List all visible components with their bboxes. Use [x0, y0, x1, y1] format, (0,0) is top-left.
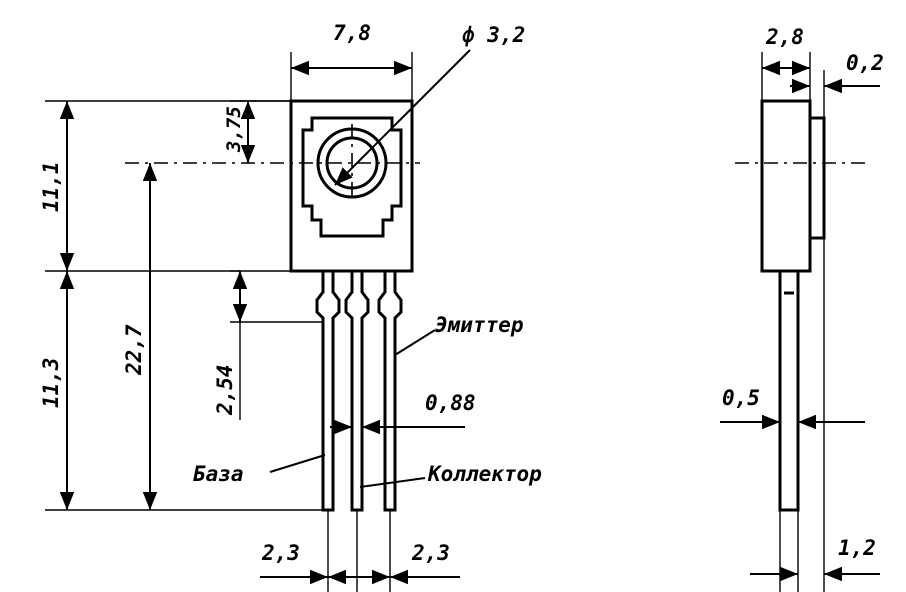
lead-collector: [344, 271, 370, 512]
dim-lead-shoulder-label: 2,54: [213, 364, 237, 416]
dim-hole-label: ф 3,2: [462, 23, 525, 47]
side-lead: [778, 271, 800, 512]
dim-hole-leader: [334, 49, 471, 186]
dim-side-lead-thickness-label: 0,5: [722, 386, 760, 410]
dim-tab-thickness-label: 0,2: [846, 51, 884, 75]
side-tab: [808, 116, 826, 240]
dim-lead-length-label: 11,3: [39, 357, 63, 408]
front-view: 7,8 ф 3,2 3,75 11,1 11,3 22,7 2,54 0,88: [39, 21, 542, 592]
collector-leader: [359, 477, 426, 488]
dim-pitch-left-label: 2,3: [261, 541, 300, 565]
heatsink-outline: [301, 116, 403, 238]
leads: [315, 271, 403, 512]
dim-pitch-right-label: 2,3: [411, 541, 450, 565]
emitter-leader: [394, 329, 436, 356]
dim-hole-to-tip-label: 22,7: [122, 324, 146, 376]
dim-side-lead-offset-label: 1,2: [838, 536, 876, 560]
dim-lead-width-label: 0,88: [425, 391, 476, 415]
lead-emitter: [377, 271, 403, 512]
lead-base: [315, 271, 341, 512]
pin-base-label: База: [193, 462, 244, 486]
side-view: 2,8 0,2 0,5 1,2: [720, 25, 884, 592]
side-body: [760, 99, 812, 273]
base-leader: [269, 454, 326, 473]
dim-width-top-label: 7,8: [333, 21, 371, 45]
dim-body-height-label: 11,1: [39, 161, 63, 212]
dim-side-thickness-label: 2,8: [765, 25, 804, 49]
dim-hole-offset-label: 3,75: [223, 106, 245, 153]
pin-emitter-label: Эмиттер: [435, 313, 524, 337]
pin-collector-label: Коллектор: [427, 462, 542, 486]
